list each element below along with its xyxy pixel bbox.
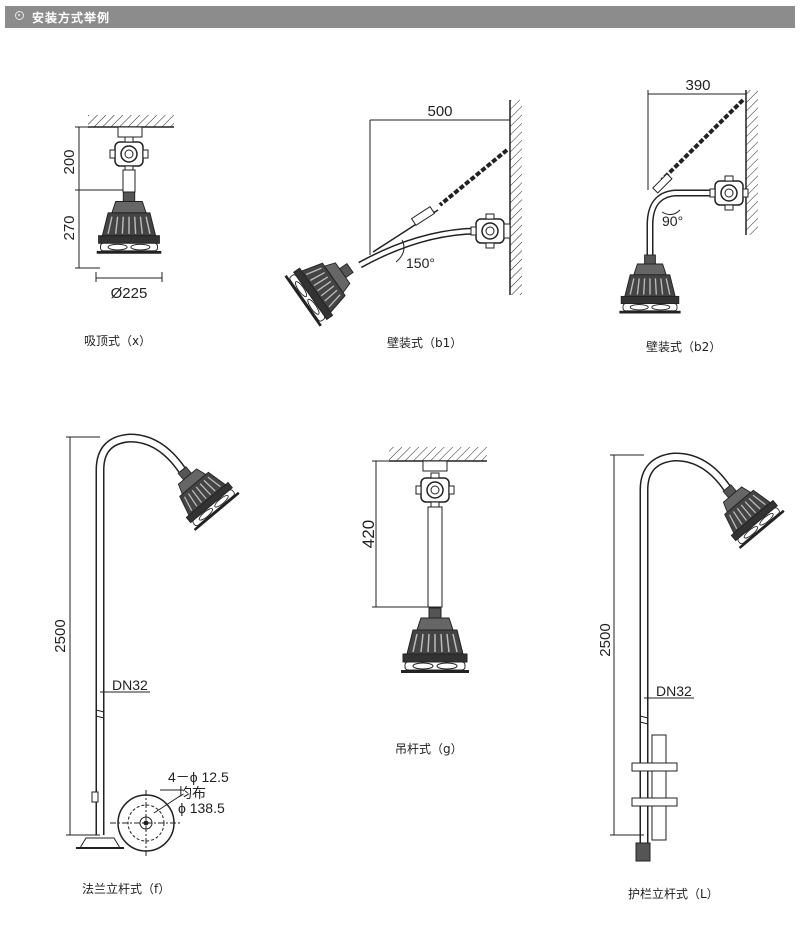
caption-flange-pole: 法兰立杆式（f） [82, 882, 171, 896]
caption-pendant: 吊杆式（g） [395, 742, 463, 756]
flange-pole-diagram: 2500 DN32 4－ϕ 12.5 均布 ϕ 138.5 [52, 433, 241, 856]
ceiling-mount-diagram: 200 270 Ø225 [61, 115, 174, 302]
dim-flange-pcd: ϕ 138.5 [178, 800, 225, 816]
dim-wall-b2-390: 390 [685, 77, 710, 94]
dim-ceiling-200: 200 [61, 149, 78, 174]
caption-rail-pole: 护栏立杆式（L） [628, 887, 719, 901]
dim-wall-b1-angle: 150° [406, 255, 435, 271]
section-title: 安装方式举例 [32, 11, 111, 25]
caption-ceiling: 吸顶式（x） [84, 334, 152, 348]
circle-bullet-icon [15, 11, 24, 20]
dim-flange-holes: 4－ϕ 12.5 [168, 769, 229, 785]
caption-wall-b2: 壁装式（b2） [646, 340, 722, 354]
dim-wall-b2-angle: 90° [662, 213, 683, 229]
section-header: 安装方式举例 [5, 6, 795, 28]
dim-flange-2500: 2500 [52, 619, 69, 652]
caption-wall-b1: 壁装式（b1） [387, 336, 463, 350]
wall-mount-b2-diagram: 390 90° [618, 77, 758, 315]
dim-flange-even: 均布 [178, 785, 206, 801]
dim-ceiling-diameter: Ø225 [111, 285, 148, 302]
dim-pendant-420: 420 [359, 520, 378, 548]
ceiling-hatch [88, 115, 174, 127]
dim-ceiling-270: 270 [61, 215, 78, 240]
dim-flange-dn32: DN32 [112, 677, 148, 693]
wall-mount-b1-diagram: 500 150° [283, 100, 522, 328]
pendant-diagram: 420 [359, 447, 487, 674]
rail-pole-diagram: 2500 DN32 [597, 452, 786, 862]
dim-wall-b1-500: 500 [427, 103, 452, 120]
dim-rail-2500: 2500 [597, 623, 614, 656]
dim-rail-dn32: DN32 [656, 683, 692, 699]
